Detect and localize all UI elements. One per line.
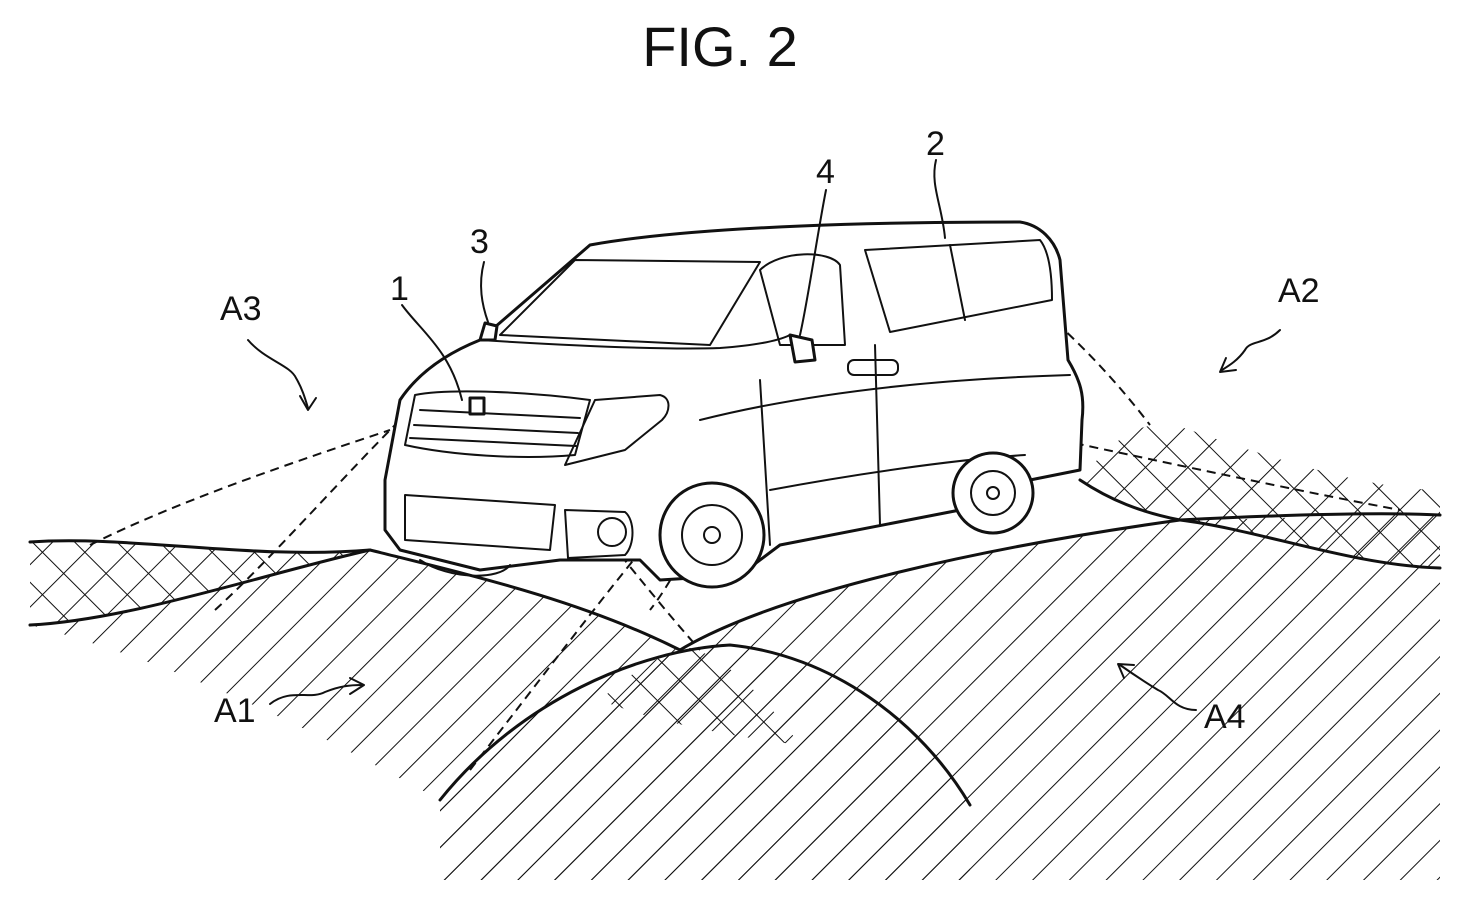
label-4: 4 xyxy=(816,153,835,191)
antenna xyxy=(480,323,497,340)
figure-title: FIG. 2 xyxy=(642,15,798,78)
label-1: 1 xyxy=(390,270,409,308)
coverage-a3-outer xyxy=(90,430,390,545)
rear-wheel xyxy=(953,453,1033,533)
arrow-a2 xyxy=(1222,330,1280,370)
label-a4: A4 xyxy=(1204,698,1246,736)
label-a3: A3 xyxy=(220,290,262,328)
arrow-a3 xyxy=(248,340,308,408)
front-wheel xyxy=(660,483,764,587)
leader-3 xyxy=(481,262,488,322)
side-mirror xyxy=(790,335,815,362)
vehicle xyxy=(385,222,1083,587)
label-a2: A2 xyxy=(1278,272,1320,310)
label-2: 2 xyxy=(926,125,945,163)
front-camera xyxy=(470,398,484,414)
label-3: 3 xyxy=(470,223,489,261)
label-a1: A1 xyxy=(214,692,256,730)
